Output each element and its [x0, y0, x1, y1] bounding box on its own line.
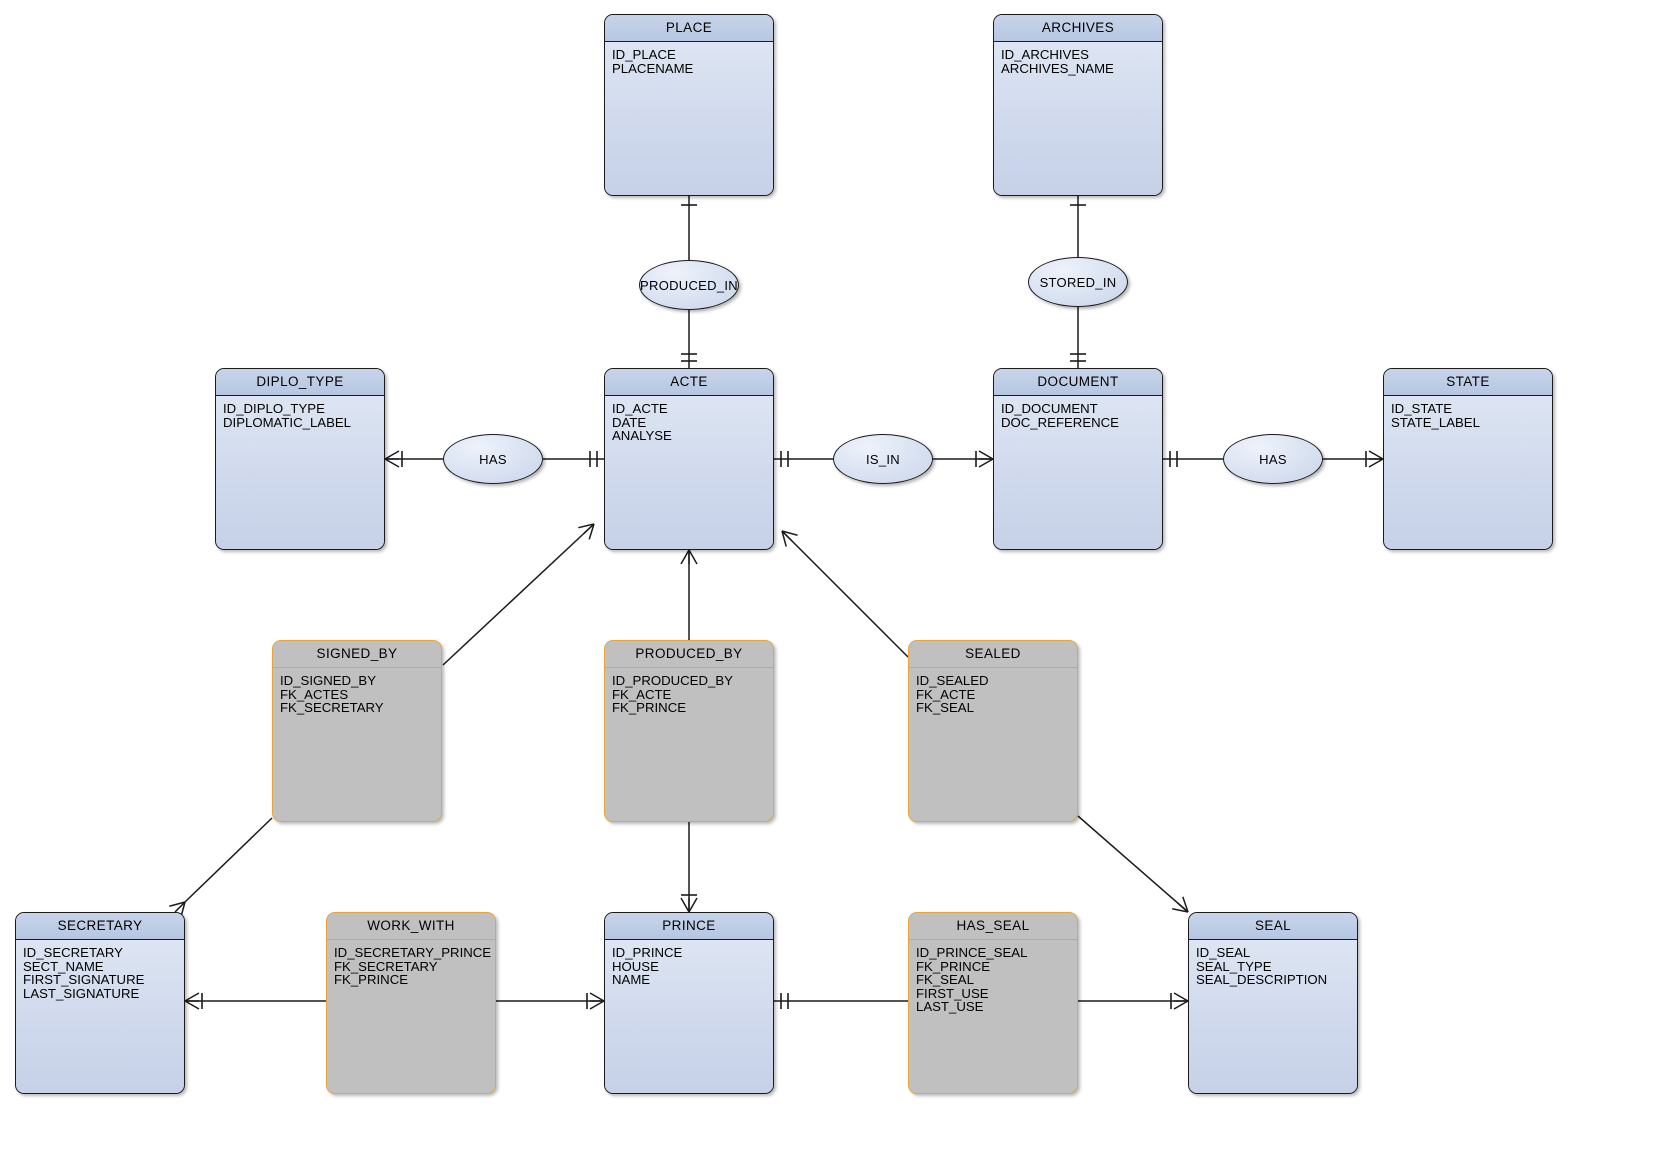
attribute: ID_SECRETARY_PRINCE	[334, 945, 492, 960]
entity-title: ACTE	[605, 369, 773, 396]
entity-title: PLACE	[605, 15, 773, 42]
attribute: HOUSE	[612, 958, 659, 974]
attribute: LAST_SIGNATURE	[23, 985, 140, 1001]
entity-title: PRODUCED_BY	[605, 641, 773, 668]
attribute: ID_SEAL	[1196, 945, 1251, 960]
relationship-has_diplo[interactable]: HAS	[443, 434, 543, 484]
attribute: FK_SECRETARY	[334, 958, 438, 974]
entity-title: DOCUMENT	[994, 369, 1162, 396]
attribute: FK_PRINCE	[334, 972, 409, 988]
attribute: FK_PRINCE	[916, 958, 991, 974]
attribute: LAST_USE	[916, 999, 984, 1015]
attribute: ID_PRINCE	[612, 945, 683, 960]
relationship-produced_in[interactable]: PRODUCED_IN	[639, 260, 739, 310]
relationship-label: HAS	[479, 451, 507, 467]
entity-title: ARCHIVES	[994, 15, 1162, 42]
attribute: FK_ACTE	[612, 686, 672, 702]
attribute: ID_SIGNED_BY	[280, 673, 377, 688]
attribute: PLACENAME	[612, 60, 694, 76]
entity-title: HAS_SEAL	[909, 913, 1077, 940]
attribute: DOC_REFERENCE	[1001, 414, 1119, 430]
attribute: ID_SEALED	[916, 673, 989, 688]
attribute: ANALYSE	[612, 428, 672, 444]
attribute: FK_SECRETARY	[280, 700, 384, 716]
attribute: SEAL_DESCRIPTION	[1196, 972, 1328, 988]
attribute: SECT_NAME	[23, 958, 104, 974]
entity-title: SEALED	[909, 641, 1077, 668]
attribute: FK_ACTES	[280, 686, 349, 702]
attribute: FK_SEAL	[916, 700, 974, 716]
attribute: FK_ACTE	[916, 686, 976, 702]
relationship-label: PRODUCED_IN	[640, 277, 738, 293]
attribute: ID_DOCUMENT	[1001, 401, 1098, 416]
attribute: FIRST_USE	[916, 985, 989, 1001]
attribute: ID_PRINCE_SEAL	[916, 945, 1028, 960]
entity-title: DIPLO_TYPE	[216, 369, 384, 396]
entity-title: SECRETARY	[16, 913, 184, 940]
entity-title: SEAL	[1189, 913, 1357, 940]
attribute: DIPLOMATIC_LABEL	[223, 414, 352, 430]
attribute: FIRST_SIGNATURE	[23, 972, 145, 988]
attribute: FK_SEAL	[916, 972, 974, 988]
relationship-has_state[interactable]: HAS	[1223, 434, 1323, 484]
attribute: FK_PRINCE	[612, 700, 687, 716]
relationship-stored_in[interactable]: STORED_IN	[1028, 257, 1128, 307]
attribute: ID_DIPLO_TYPE	[223, 401, 325, 416]
attribute: ID_ACTE	[612, 401, 668, 416]
attribute: SEAL_TYPE	[1196, 958, 1272, 974]
attribute: DATE	[612, 414, 647, 430]
attribute: NAME	[612, 972, 651, 988]
attribute: ID_ARCHIVES	[1001, 47, 1089, 62]
attribute: STATE_LABEL	[1391, 414, 1480, 430]
entity-title: WORK_WITH	[327, 913, 495, 940]
relationship-label: HAS	[1259, 451, 1287, 467]
entity-title: STATE	[1384, 369, 1552, 396]
attribute: ID_PRODUCED_BY	[612, 673, 733, 688]
relationship-label: IS_IN	[865, 451, 900, 467]
entity-title: PRINCE	[605, 913, 773, 940]
relationship-label: STORED_IN	[1039, 274, 1117, 290]
attribute: ID_SECRETARY	[23, 945, 123, 960]
relationship-is_in[interactable]: IS_IN	[833, 434, 933, 484]
attribute: ARCHIVES_NAME	[1001, 60, 1114, 76]
attribute: ID_STATE	[1391, 401, 1453, 416]
entity-title: SIGNED_BY	[273, 641, 441, 668]
attribute: ID_PLACE	[612, 47, 676, 62]
